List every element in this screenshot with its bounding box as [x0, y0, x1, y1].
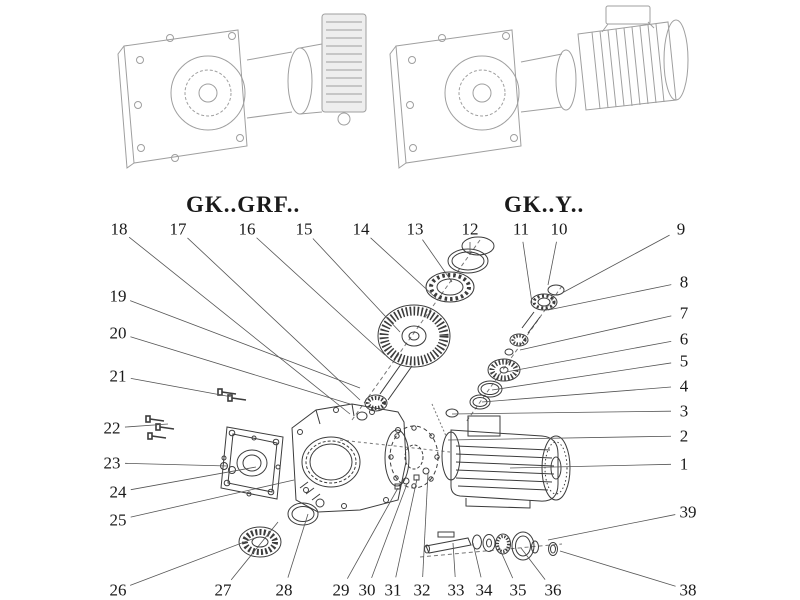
leader-lines [124, 234, 676, 587]
variant-label-gk-grf: GK..GRF.. [186, 192, 301, 217]
callout-26: 26 [109, 580, 127, 600]
callout-13: 13 [406, 219, 424, 239]
callout-31: 31 [384, 580, 402, 600]
callout-39: 39 [679, 502, 697, 522]
callout-29: 29 [332, 580, 350, 600]
main-bearing [425, 271, 475, 303]
axis-line-main [351, 239, 481, 421]
housing [291, 403, 410, 513]
input-bearing [530, 293, 558, 311]
callout-25: 25 [109, 510, 127, 530]
callout-30: 30 [358, 580, 376, 600]
callout-11: 11 [512, 219, 530, 239]
callout-35: 35 [509, 580, 527, 600]
output-shaft-kit [424, 531, 558, 561]
callout-12: 12 [461, 219, 479, 239]
coupling-fasteners [394, 467, 430, 490]
callout-36: 36 [544, 580, 562, 600]
input-ring [547, 284, 565, 296]
snap-ring [461, 236, 495, 256]
callout-17: 17 [169, 219, 187, 239]
callout-21: 21 [109, 366, 127, 386]
callout-5: 5 [679, 351, 689, 371]
motor [441, 415, 571, 509]
callout-32: 32 [413, 580, 431, 600]
callout-34: 34 [475, 580, 493, 600]
callout-2: 2 [679, 426, 689, 446]
callout-3: 3 [679, 401, 689, 421]
variant-label-gk-y: GK..Y.. [504, 192, 585, 217]
pinion-shaft [356, 359, 413, 421]
motor-flange-cover [388, 425, 440, 489]
callout-4: 4 [679, 376, 689, 396]
callout-16: 16 [238, 219, 256, 239]
fin-cap [321, 13, 367, 126]
axis-line-input [465, 285, 563, 423]
callout-24: 24 [109, 482, 127, 502]
callout-27: 27 [214, 580, 232, 600]
mounting-flange [220, 426, 284, 500]
construction-line [431, 403, 447, 437]
motor-assembled [577, 5, 689, 111]
axis-line-motor [339, 439, 451, 453]
callout-15: 15 [295, 219, 313, 239]
callout-20: 20 [109, 323, 127, 343]
callout-7: 7 [679, 303, 689, 323]
callout-19: 19 [109, 286, 127, 306]
assembled-view-gk-grf [117, 13, 367, 169]
small-ring [445, 408, 459, 418]
seal-ring [447, 248, 489, 274]
output-seal [287, 498, 325, 526]
callout-9: 9 [676, 219, 686, 239]
callout-8: 8 [679, 272, 689, 292]
callout-6: 6 [679, 329, 689, 349]
callout-22: 22 [103, 418, 121, 438]
callout-10: 10 [550, 219, 568, 239]
callout-28: 28 [275, 580, 293, 600]
callout-33: 33 [447, 580, 465, 600]
callout-1: 1 [679, 454, 689, 474]
callout-23: 23 [103, 453, 121, 473]
callout-14: 14 [352, 219, 370, 239]
input-shaft [504, 311, 541, 356]
assembled-view-gk-y [389, 5, 689, 169]
callout-38: 38 [679, 580, 697, 600]
big-gear [377, 304, 451, 368]
callout-18: 18 [110, 219, 128, 239]
